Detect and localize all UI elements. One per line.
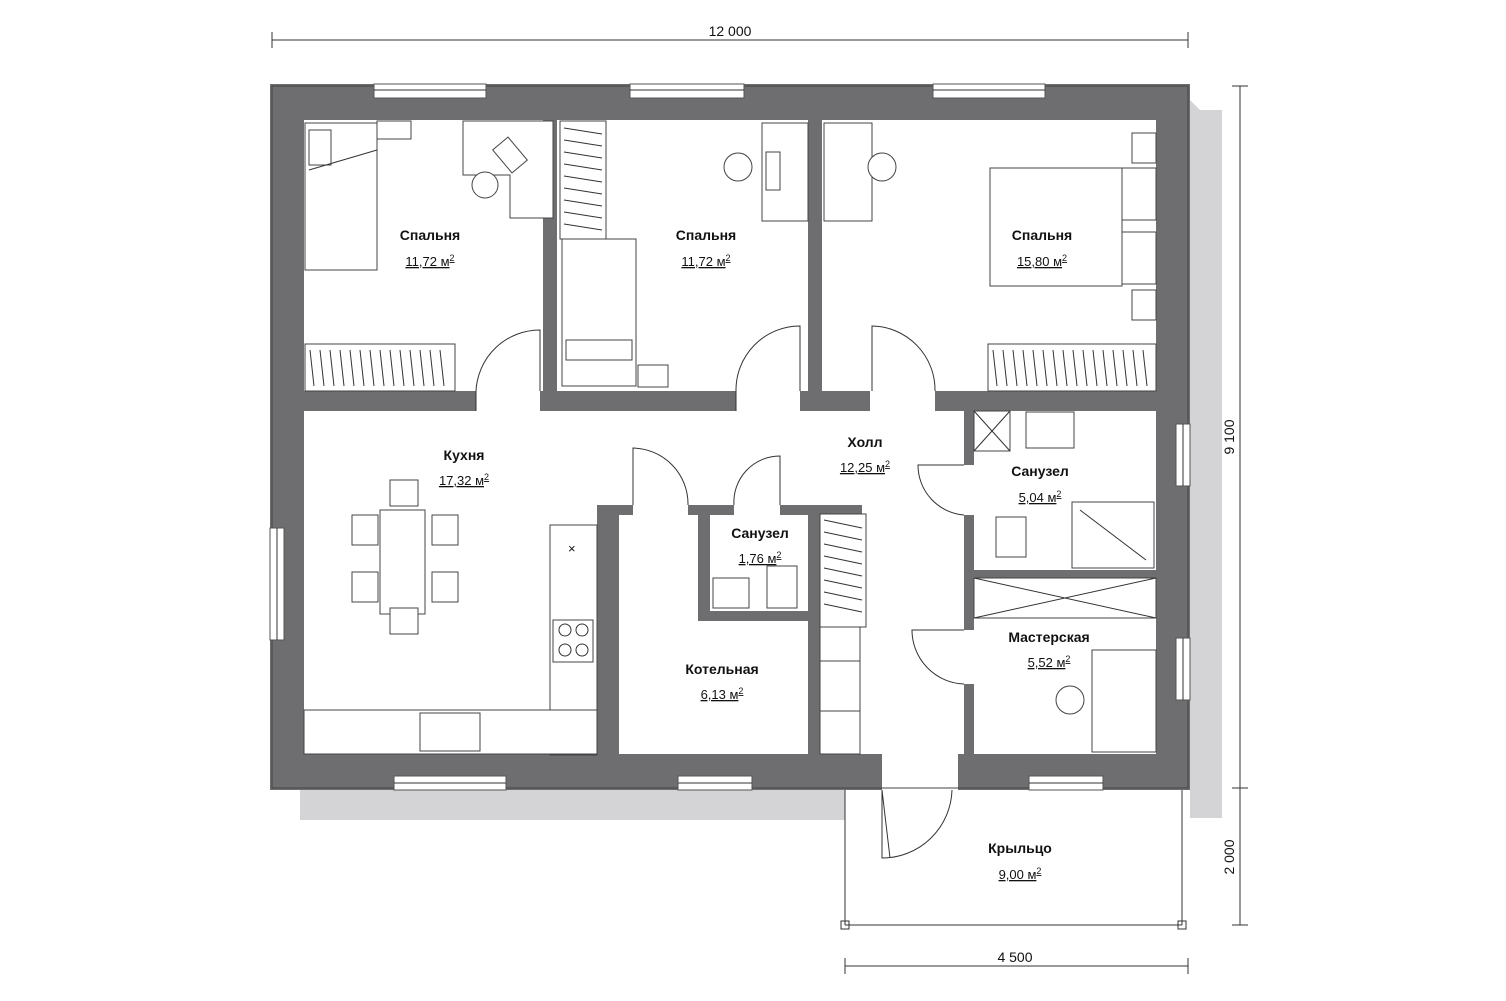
bathroom-small-fixtures [712,565,798,609]
room-area: 11,72 м2 [405,253,454,269]
room-name: Кухня [444,447,485,463]
bedroom-1-furniture [304,120,554,392]
room-name: Санузел [1011,463,1069,479]
bedroom-3-furniture [823,122,1157,392]
porch-outline [840,790,1187,930]
room-name: Санузел [731,525,789,541]
dimension-right-height: 9 100 [1221,419,1237,454]
room-label-bathroom-large: Санузел 5,04 м2 [1011,463,1069,505]
room-label-porch: Крыльцо 9,00 м2 [988,840,1052,882]
interior-walls [304,120,1156,754]
room-name: Мастерская [1008,629,1089,645]
room-area: 1,76 м2 [739,550,782,566]
room-name: Спальня [676,227,736,243]
dimension-lines [271,32,1248,974]
room-area: 17,32 м2 [439,472,489,488]
kitchen-furniture: × [303,479,598,756]
svg-text:×: × [568,541,576,556]
room-name: Спальня [400,227,460,243]
bathroom-large-fixtures [973,410,1157,619]
room-name: Спальня [1012,227,1072,243]
room-area: 5,52 м2 [1028,654,1071,670]
room-label-boiler-room: Котельная 6,13 м2 [685,661,758,702]
workshop-furniture [1055,649,1157,753]
room-label-bedroom-1: Спальня 11,72 м2 [400,227,460,269]
dimension-porch-width: 4 500 [997,949,1032,965]
room-name: Холл [847,434,882,450]
room-label-bathroom-small: Санузел 1,76 м2 [731,525,789,566]
bedroom-2-furniture [559,120,809,388]
room-label-kitchen: Кухня 17,32 м2 [439,447,489,488]
room-label-bedroom-3: Спальня 15,80 м2 [1012,227,1072,269]
room-area: 15,80 м2 [1017,253,1067,269]
dimension-top-width: 12 000 [709,23,752,39]
room-name: Крыльцо [988,840,1052,856]
room-area: 12,25 м2 [840,459,890,475]
room-area: 11,72 м2 [681,253,730,269]
room-label-bedroom-2: Спальня 11,72 м2 [676,227,736,269]
room-area: 9,00 м2 [999,866,1042,882]
doors [475,325,965,859]
hall-wardrobe [819,513,867,755]
room-area: 5,04 м2 [1019,489,1062,505]
room-label-hall: Холл 12,25 м2 [840,434,890,475]
room-label-workshop: Мастерская 5,52 м2 [1008,629,1089,670]
windows [269,83,1191,791]
room-area: 6,13 м2 [701,686,744,702]
room-name: Котельная [685,661,758,677]
dimension-porch-depth: 2 000 [1221,839,1237,874]
